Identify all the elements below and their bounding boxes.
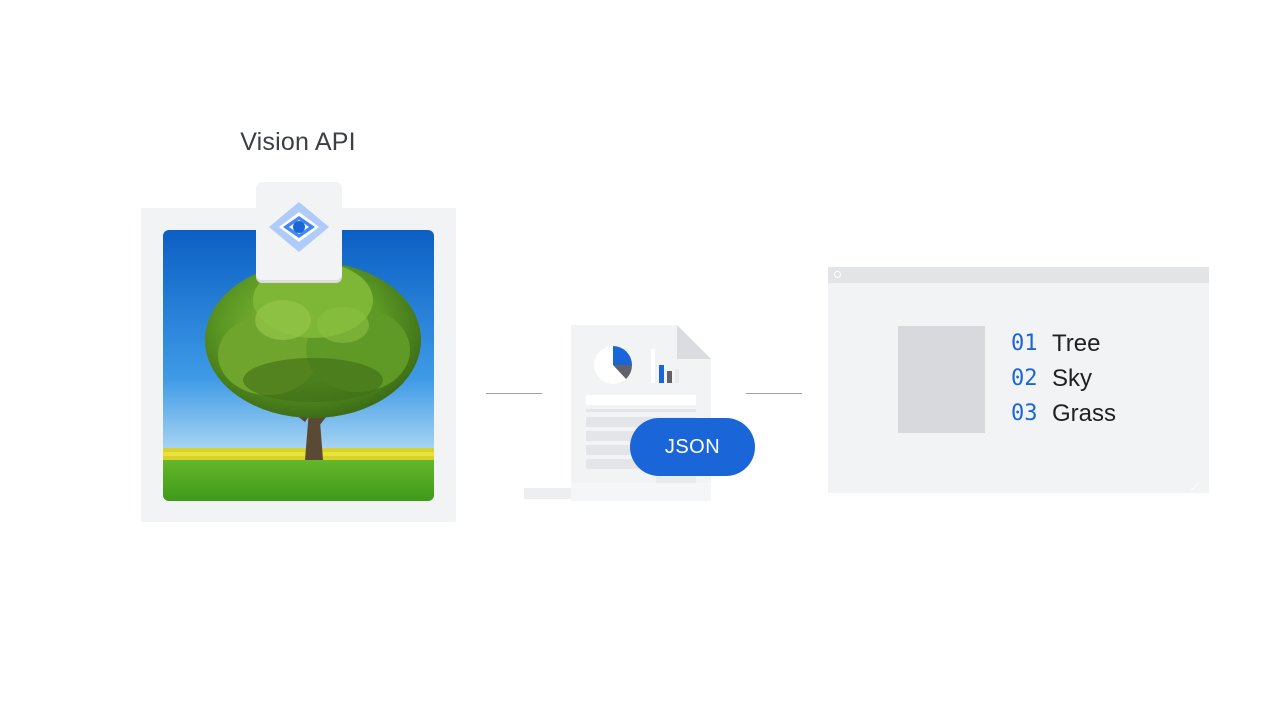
label-name: Sky [1052,364,1093,392]
label-list: 01 Tree 02 Sky 03 Grass [1011,326,1116,431]
input-image-card [141,208,456,522]
connector-line-right [746,393,802,394]
label-index: 03 [1011,401,1038,426]
window-title-bar [828,267,1209,283]
vision-api-title: Vision API [240,128,356,156]
label-name: Grass [1052,399,1117,427]
bar-chart-icon [651,349,679,383]
document-shadow [524,488,572,499]
pie-chart-icon [594,346,633,384]
result-window: 01 Tree 02 Sky 03 Grass [828,267,1209,493]
label-name: Tree [1052,329,1101,357]
tree-photo [163,230,434,501]
label-item: 02 Sky [1011,361,1116,396]
vision-api-eye-icon [269,202,329,252]
label-item: 03 Grass [1011,396,1116,431]
vision-api-badge [256,182,342,280]
resize-mark [1190,482,1200,491]
tree-photo-illustration [163,230,434,501]
connector-line-left [486,393,542,394]
image-thumbnail-placeholder [898,326,985,433]
json-badge: JSON [630,418,755,476]
label-index: 01 [1011,331,1038,356]
label-index: 02 [1011,366,1038,391]
label-item: 01 Tree [1011,326,1116,361]
window-control-dot [834,271,841,278]
